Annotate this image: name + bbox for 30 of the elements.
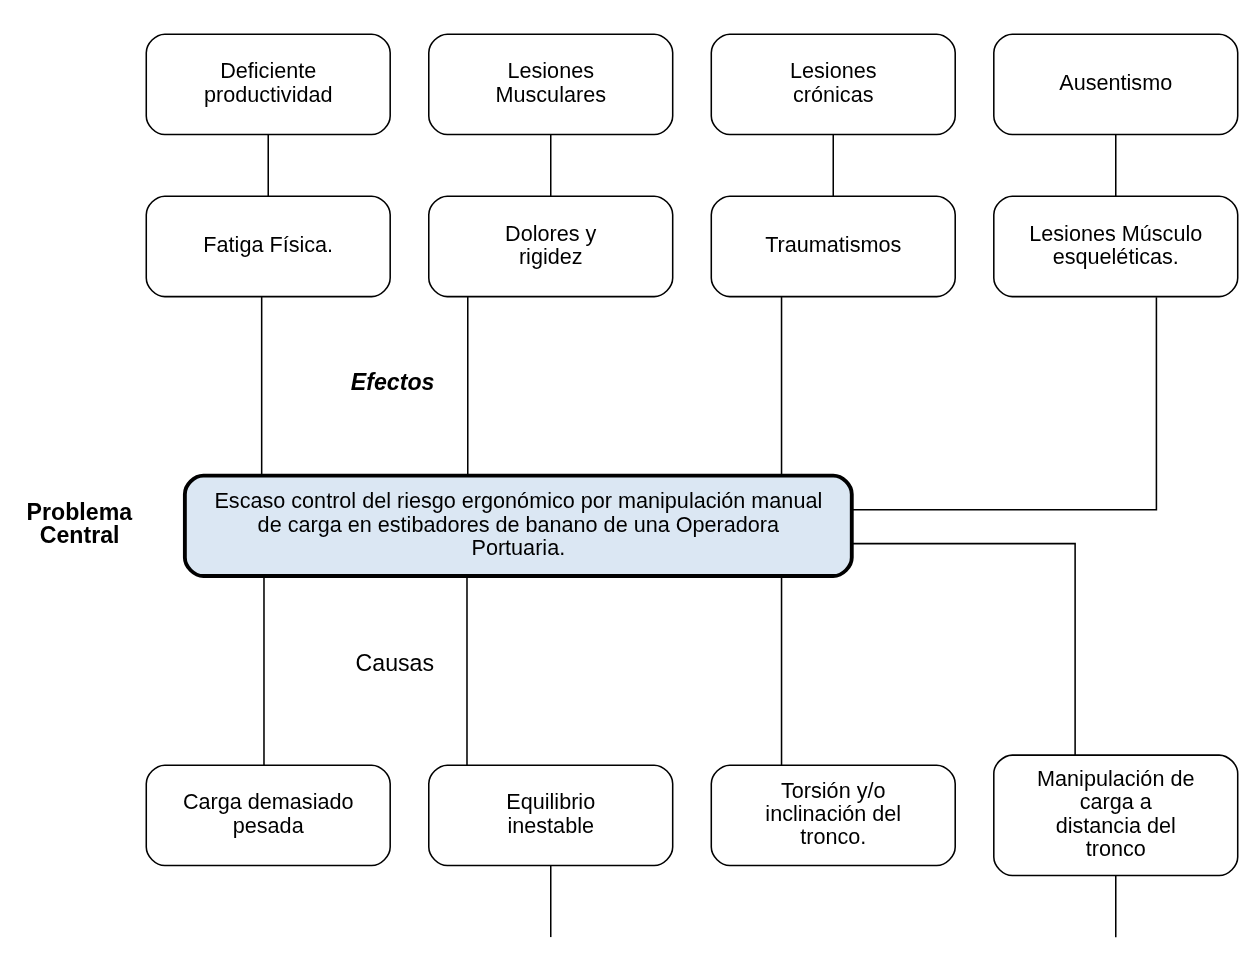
connector <box>832 133 834 197</box>
node-box: Escaso control del riesgo ergonómico por manipulación manual de carga en estibadores de banano de una Operadora Portuaria. <box>182 473 854 578</box>
connector <box>780 295 783 476</box>
connector <box>780 575 783 766</box>
node-box: Fatiga Física. <box>145 195 391 297</box>
node-box: Traumatismos <box>710 195 956 297</box>
label: Efectos <box>350 368 435 395</box>
node-box: Torsión y/o inclinación del tronco. <box>710 763 956 866</box>
node-box: Lesiones Musculares <box>428 32 674 135</box>
connector <box>549 864 552 938</box>
node-box: Carga demasiado pesada <box>145 763 391 866</box>
node-box: Ausentismo <box>993 32 1239 135</box>
label: Causas <box>355 649 435 676</box>
node-box: Lesiones Músculo esqueléticas. <box>993 195 1239 297</box>
node-box: Equilibrio inestable <box>428 763 674 866</box>
connector <box>260 295 263 476</box>
connector <box>851 542 1076 756</box>
connector <box>263 575 265 766</box>
connector <box>851 295 1158 510</box>
connector <box>1115 133 1117 197</box>
connector <box>466 575 468 766</box>
connector <box>549 133 552 197</box>
node-box: Manipulación de carga a distancia del tronco <box>993 753 1239 876</box>
connector <box>467 295 469 476</box>
node-box: Deficiente productividad <box>145 32 391 135</box>
connector <box>1115 874 1117 938</box>
node-box: Dolores y rigidez <box>428 195 674 297</box>
label: Problema Central <box>26 498 133 548</box>
connector <box>267 133 269 197</box>
node-box: Lesiones crónicas <box>710 32 956 135</box>
